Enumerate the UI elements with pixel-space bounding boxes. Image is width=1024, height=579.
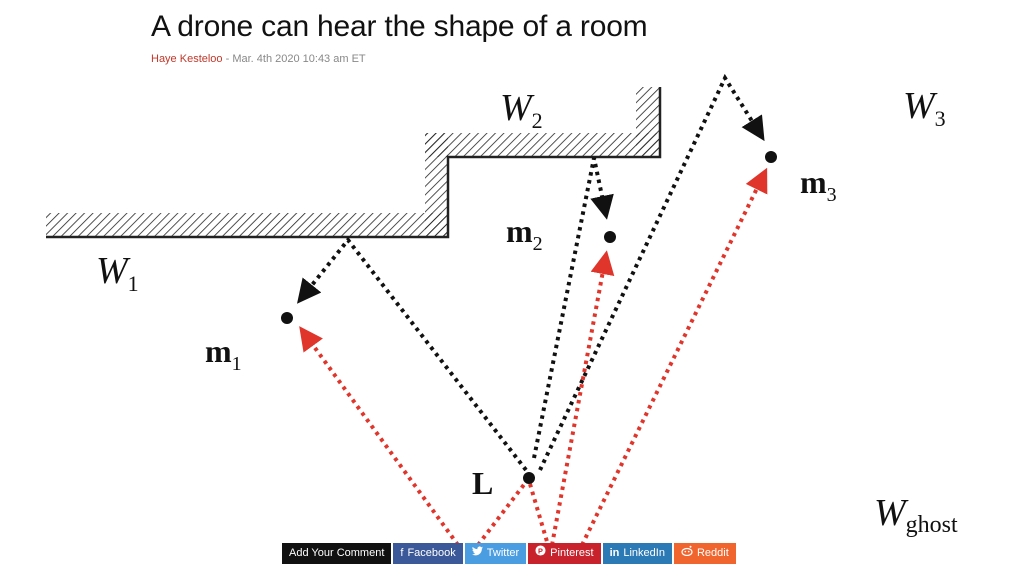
reddit-icon bbox=[681, 543, 693, 564]
ghost-path-left bbox=[476, 480, 528, 547]
reddit-label: Reddit bbox=[696, 547, 729, 559]
publish-date: Mar. 4th 2020 10:43 am ET bbox=[232, 53, 366, 65]
direct-path-m2 bbox=[550, 250, 615, 546]
twitter-label: Twitter bbox=[486, 547, 520, 559]
article-title: A drone can hear the shape of a room bbox=[151, 10, 648, 43]
label-m2: m2 bbox=[506, 213, 543, 255]
author-link[interactable]: Haye Kesteloo bbox=[151, 53, 223, 65]
article-byline: Haye Kesteloo - Mar. 4th 2020 10:43 am E… bbox=[151, 53, 366, 65]
room-echo-diagram: W1 W2 W3 Wghost m1 m2 m3 L bbox=[46, 73, 958, 547]
reflection-path-w2 bbox=[532, 157, 614, 459]
direct-paths bbox=[299, 167, 768, 547]
label-w2: W2 bbox=[500, 87, 543, 133]
reflection-path-w3 bbox=[538, 73, 765, 471]
mic-point-m1 bbox=[281, 312, 293, 324]
pinterest-label: Pinterest bbox=[550, 547, 594, 559]
reflection-paths bbox=[297, 73, 765, 472]
label-m3: m3 bbox=[800, 164, 837, 206]
add-comment-label: Add Your Comment bbox=[289, 547, 385, 559]
wall-outline bbox=[46, 87, 662, 239]
facebook-label: Facebook bbox=[407, 547, 456, 559]
facebook-icon: f bbox=[400, 547, 404, 559]
reflection-path-w1 bbox=[297, 236, 528, 472]
twitter-share-button[interactable]: Twitter bbox=[464, 543, 527, 564]
reddit-share-button[interactable]: Reddit bbox=[673, 543, 736, 564]
label-m1: m1 bbox=[205, 333, 242, 375]
pinterest-icon: P bbox=[535, 543, 546, 564]
direct-path-m3 bbox=[580, 167, 768, 546]
twitter-icon bbox=[471, 543, 483, 564]
loudspeaker-point bbox=[523, 472, 535, 484]
label-wghost: Wghost bbox=[874, 492, 958, 538]
label-w3: W3 bbox=[903, 85, 946, 131]
linkedin-icon: in bbox=[609, 547, 620, 559]
ghost-path-right bbox=[528, 483, 550, 546]
byline-separator: - bbox=[222, 53, 233, 65]
label-l: L bbox=[472, 465, 493, 501]
pinterest-share-button[interactable]: P Pinterest bbox=[528, 543, 601, 564]
add-comment-button[interactable]: Add Your Comment bbox=[282, 543, 392, 564]
mic-point-m3 bbox=[765, 151, 777, 163]
label-w1: W1 bbox=[96, 250, 139, 296]
linkedin-label: LinkedIn bbox=[623, 547, 665, 559]
mic-point-m2 bbox=[604, 231, 616, 243]
svg-text:P: P bbox=[538, 546, 543, 555]
